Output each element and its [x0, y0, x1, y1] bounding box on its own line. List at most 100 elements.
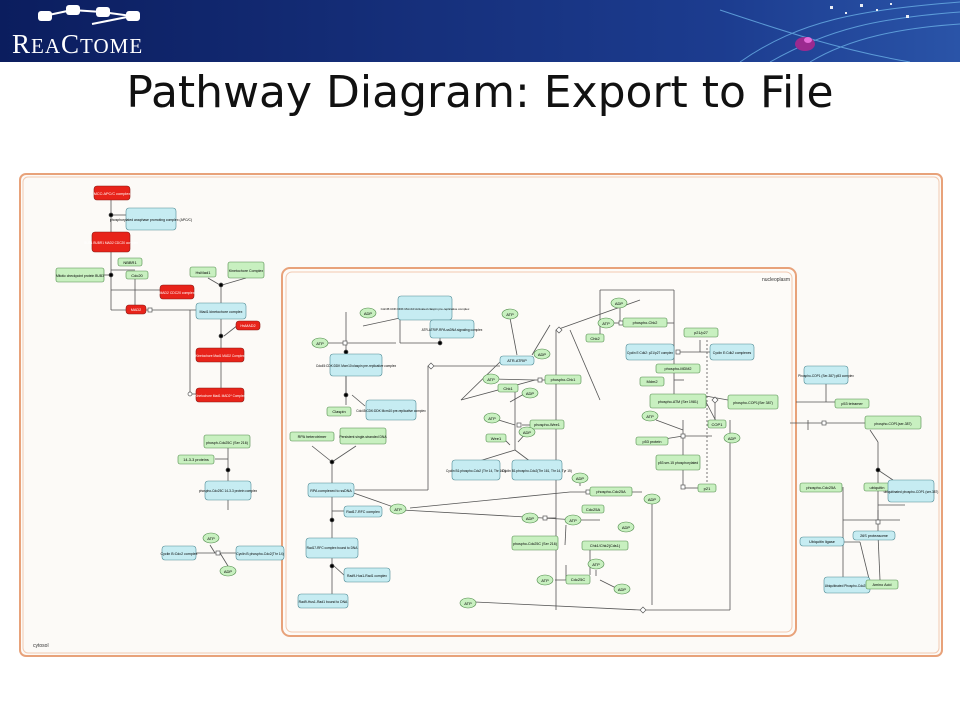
small-molecule[interactable]: ATP — [501, 308, 519, 320]
entity-node[interactable] — [203, 434, 251, 449]
entity-node[interactable] — [329, 353, 383, 377]
small-molecule[interactable]: ATP — [587, 558, 605, 570]
entity-node[interactable] — [125, 270, 149, 280]
small-molecule[interactable]: ADP — [359, 307, 377, 319]
entity-node[interactable] — [195, 302, 247, 320]
entity-node[interactable] — [727, 394, 779, 410]
entity-node[interactable] — [55, 267, 105, 283]
entity-node[interactable] — [639, 376, 665, 387]
entity-node[interactable] — [625, 343, 675, 361]
molecule-label: ADP — [618, 587, 627, 592]
entity-label: Chk1/Chk2(Cds1) — [590, 544, 621, 548]
entity-node[interactable] — [429, 319, 475, 339]
entity-node[interactable] — [887, 479, 935, 503]
entity-node[interactable] — [161, 545, 197, 561]
small-molecule[interactable]: ADP — [518, 426, 536, 438]
entity-node[interactable] — [589, 486, 633, 497]
entity-node[interactable] — [307, 482, 355, 498]
entity-node[interactable] — [365, 399, 417, 421]
small-molecule[interactable]: ATP — [202, 532, 220, 544]
entity-node[interactable] — [865, 579, 899, 590]
entity-node[interactable] — [235, 320, 261, 331]
entity-node[interactable] — [159, 284, 195, 300]
entity-node[interactable] — [635, 436, 669, 446]
entity-node[interactable] — [195, 387, 245, 403]
entity-node[interactable] — [683, 327, 719, 338]
small-molecule[interactable]: ADP — [643, 493, 661, 505]
reactome-logo[interactable]: REACTOME — [12, 29, 144, 59]
entity-node[interactable] — [125, 207, 177, 231]
entity-node[interactable] — [343, 567, 391, 583]
small-molecule[interactable]: ATP — [483, 412, 501, 424]
molecule-label: ATP — [487, 377, 495, 382]
molecule-label: ADP — [538, 352, 547, 357]
entity-node[interactable] — [581, 540, 629, 551]
entity-node[interactable] — [204, 480, 252, 501]
small-molecule[interactable]: ATP — [389, 503, 407, 515]
entity-label: phospho-Wee1 — [534, 423, 560, 427]
entity-node[interactable] — [289, 431, 335, 442]
entity-node[interactable] — [655, 454, 701, 471]
entity-node[interactable] — [707, 419, 727, 429]
small-molecule[interactable]: ADP — [521, 512, 539, 524]
entity-node[interactable] — [91, 231, 131, 253]
entity-node[interactable] — [195, 347, 245, 363]
small-molecule[interactable]: ATP — [311, 337, 329, 349]
entity-node[interactable] — [585, 333, 605, 343]
entity-node[interactable] — [397, 295, 453, 321]
molecule-label: ATP — [394, 507, 402, 512]
entity-node[interactable] — [803, 365, 849, 385]
small-molecule[interactable]: ADP — [610, 297, 628, 309]
entity-node[interactable] — [655, 363, 701, 374]
entity-node[interactable] — [529, 419, 565, 430]
entity-node[interactable] — [485, 433, 507, 443]
entity-node[interactable] — [565, 574, 591, 585]
small-molecule[interactable]: ATP — [536, 574, 554, 586]
entity-node[interactable] — [189, 266, 217, 278]
small-molecule[interactable]: ATP — [564, 514, 582, 526]
entity-node[interactable] — [177, 454, 215, 465]
entity-node[interactable] — [511, 459, 563, 481]
entity-label: Amino Acid — [873, 583, 892, 587]
entity-node[interactable] — [864, 415, 922, 430]
small-molecule[interactable]: ATP — [459, 597, 477, 609]
small-molecule[interactable]: ADP — [571, 472, 589, 484]
entity-node[interactable] — [697, 483, 717, 493]
entity-node[interactable] — [326, 406, 352, 417]
entity-node[interactable] — [799, 536, 845, 547]
entity-node[interactable] — [799, 482, 843, 493]
small-molecule[interactable]: ADP — [613, 583, 631, 595]
entity-node[interactable] — [451, 459, 501, 481]
entity-node[interactable] — [339, 427, 387, 445]
entity-node[interactable] — [227, 261, 265, 279]
small-molecule[interactable]: ATP — [482, 373, 500, 385]
small-molecule[interactable]: ATP — [641, 410, 659, 422]
entity-node[interactable] — [125, 304, 147, 315]
small-molecule[interactable]: ADP — [617, 521, 635, 533]
entity-node[interactable] — [511, 535, 559, 551]
entity-node[interactable] — [117, 257, 143, 267]
entity-label: Wee1 — [491, 436, 502, 441]
entity-label: Mitotic checkpoint protein BUB3 — [56, 274, 104, 278]
entity-node[interactable] — [544, 374, 582, 385]
small-molecule[interactable]: ADP — [533, 348, 551, 360]
small-molecule[interactable]: ADP — [521, 387, 539, 399]
entity-node[interactable] — [499, 355, 535, 366]
small-molecule[interactable]: ATP — [597, 317, 615, 329]
small-molecule[interactable]: ADP — [219, 565, 237, 577]
entity-node[interactable] — [649, 393, 707, 409]
entity-node[interactable] — [622, 317, 668, 328]
entity-node[interactable] — [852, 530, 896, 541]
entity-label: phospho-COP1(Ser 387) — [733, 401, 773, 405]
entity-node[interactable] — [235, 545, 285, 561]
molecule-label: ATP — [646, 414, 654, 419]
entity-node[interactable] — [305, 537, 359, 559]
entity-node[interactable] — [709, 343, 755, 361]
entity-node[interactable] — [497, 383, 519, 393]
entity-node[interactable] — [93, 185, 131, 201]
entity-node[interactable] — [834, 398, 870, 409]
entity-node[interactable] — [343, 505, 383, 518]
small-molecule[interactable]: ADP — [723, 432, 741, 444]
entity-node[interactable] — [581, 504, 605, 514]
entity-node[interactable] — [297, 593, 349, 609]
